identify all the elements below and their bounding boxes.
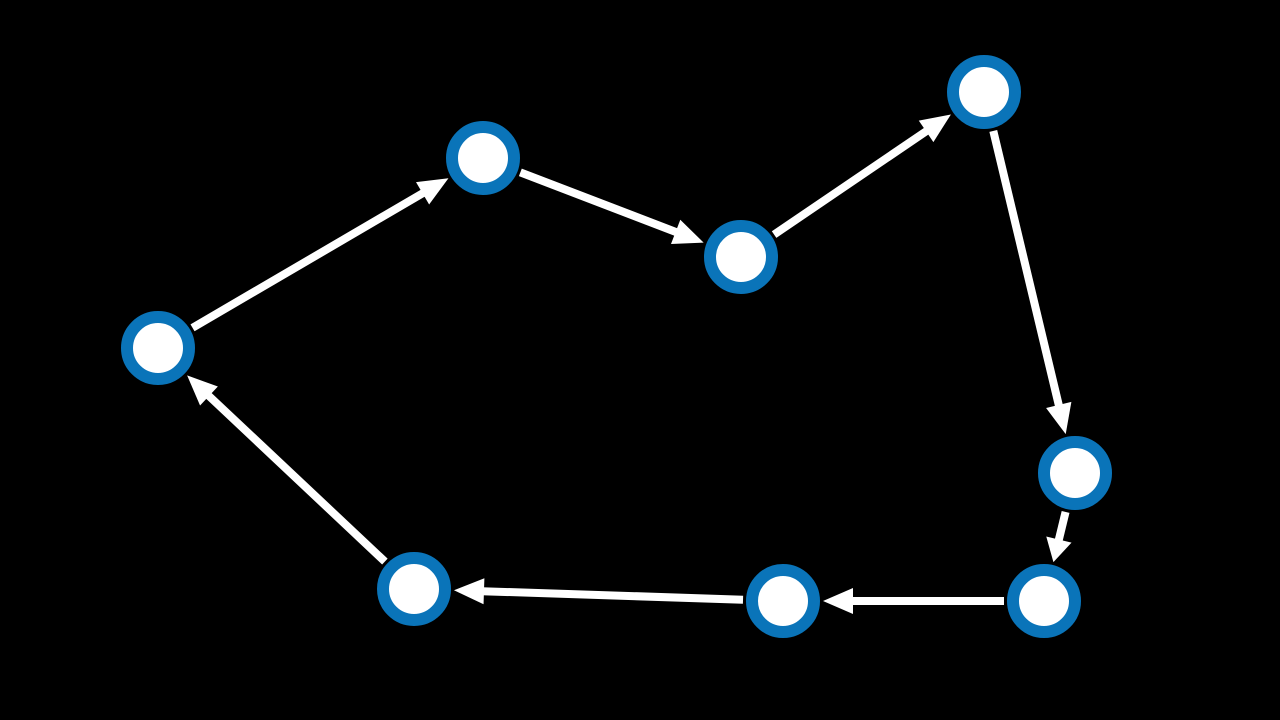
edge-arrowhead-icon	[453, 578, 485, 605]
edge-arrowhead-icon	[823, 588, 853, 614]
nodes-layer	[121, 55, 1112, 638]
graph-node[interactable]	[746, 564, 820, 638]
edges-layer	[187, 114, 1072, 614]
graph-edge	[518, 168, 704, 245]
graph-node[interactable]	[704, 220, 778, 294]
graph-edge	[453, 578, 744, 605]
edge-shaft	[518, 168, 679, 237]
edge-shaft	[989, 129, 1064, 408]
edge-arrowhead-icon	[416, 178, 449, 205]
edge-arrowhead-icon	[1046, 401, 1072, 435]
graph-node[interactable]	[947, 55, 1021, 129]
graph-edge	[771, 114, 951, 238]
node-circle[interactable]	[1038, 436, 1112, 510]
node-circle[interactable]	[446, 121, 520, 195]
graph-node[interactable]	[1007, 564, 1081, 638]
graph-node[interactable]	[121, 311, 195, 385]
node-circle[interactable]	[377, 552, 451, 626]
graph-edge	[187, 375, 388, 565]
node-circle[interactable]	[121, 311, 195, 385]
graph-node[interactable]	[1038, 436, 1112, 510]
graph-edge	[1046, 510, 1072, 563]
edge-shaft	[481, 587, 744, 604]
edge-arrowhead-icon	[918, 114, 951, 143]
graph-edge	[989, 129, 1072, 435]
node-circle[interactable]	[1007, 564, 1081, 638]
edge-shaft	[190, 188, 427, 332]
edge-arrowhead-icon	[1046, 536, 1072, 563]
graph-node[interactable]	[446, 121, 520, 195]
edge-shaft	[1054, 510, 1070, 543]
graph-edge	[823, 588, 1004, 614]
edge-arrowhead-icon	[670, 219, 704, 245]
node-circle[interactable]	[704, 220, 778, 294]
graph-node[interactable]	[377, 552, 451, 626]
node-circle[interactable]	[947, 55, 1021, 129]
graph-edge	[190, 178, 449, 332]
edge-arrowhead-icon	[187, 375, 218, 406]
edge-shaft	[204, 391, 388, 565]
node-circle[interactable]	[746, 564, 820, 638]
edge-shaft	[771, 126, 930, 238]
